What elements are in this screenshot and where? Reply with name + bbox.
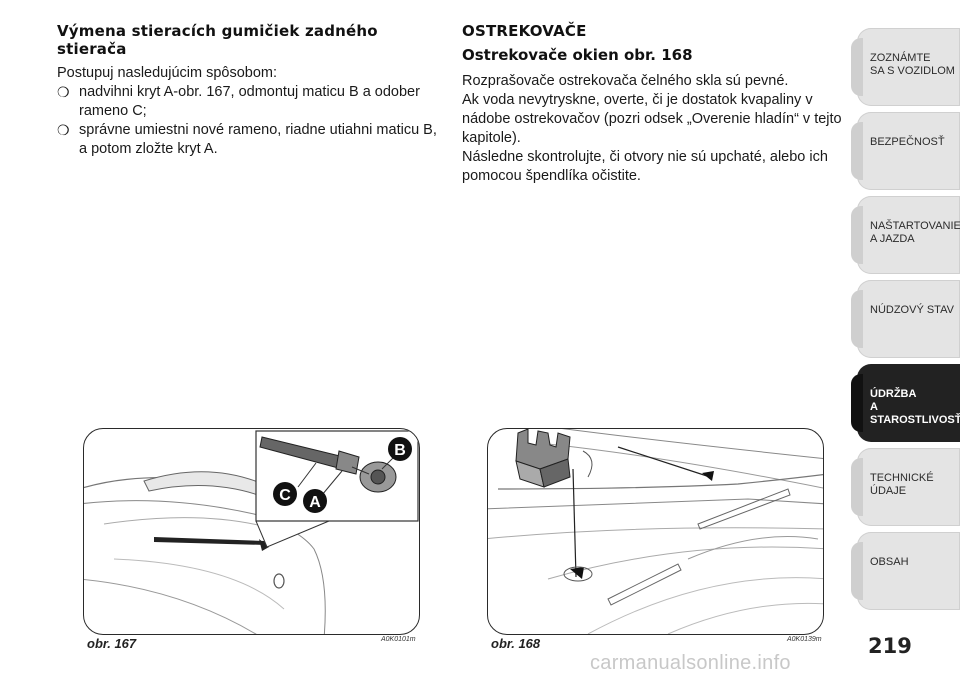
washer-line-2: Ak voda nevytryskne, overte, či je dosta… bbox=[462, 92, 842, 146]
list-item-text: nadvihni kryt A-obr. 167, odmontuj matic… bbox=[79, 84, 420, 119]
section-heading-wiper: Výmena stieracích gumičiek zadného stier… bbox=[57, 22, 378, 58]
tab-label: ZOZNÁMTE SA S VOZIDLOM bbox=[870, 52, 955, 77]
caption-167: obr. 167 bbox=[87, 636, 137, 651]
washer-line-3: Následne skontrolujte, či otvory nie sú … bbox=[462, 149, 828, 184]
tab-label: NAŠTARTOVANIE A JAZDA bbox=[870, 220, 960, 245]
list-item-text: správne umiestni nové rameno, riadne uti… bbox=[79, 122, 437, 157]
windshield-washer-illustration bbox=[488, 429, 823, 634]
watermark: carmanualsonline.info bbox=[590, 652, 791, 674]
left-column: Výmena stieracích gumičiek zadného stier… bbox=[57, 22, 442, 159]
tab-label: ÚDRŽBA A STAROSTLIVOSŤ bbox=[870, 388, 960, 426]
bullet-icon: ❍ bbox=[57, 84, 70, 100]
tab-zoznamte-sa-s-vozidlom[interactable]: ZOZNÁMTE SA S VOZIDLOM bbox=[851, 28, 960, 106]
tab-label: NÚDZOVÝ STAV bbox=[870, 304, 954, 316]
figure-168-washers bbox=[487, 428, 824, 635]
figure-167-rear-wiper: B C A bbox=[83, 428, 420, 635]
intro-text: Postupuj nasledujúcim spôsobom: bbox=[57, 65, 278, 81]
section-heading-washers: OSTREKOVAČE bbox=[462, 22, 587, 40]
tab-nudzovy-stav[interactable]: NÚDZOVÝ STAV bbox=[851, 280, 960, 358]
caption-168: obr. 168 bbox=[491, 636, 541, 651]
tab-udrzba-a-starostlivost[interactable]: ÚDRŽBA A STAROSTLIVOSŤ bbox=[851, 364, 960, 442]
bullet-icon: ❍ bbox=[57, 122, 70, 138]
chapter-sidebar: ZOZNÁMTE SA S VOZIDLOM BEZPEČNOSŤ NAŠTAR… bbox=[851, 28, 960, 616]
label-c: C bbox=[279, 487, 291, 504]
rear-wiper-illustration: B C A bbox=[84, 430, 419, 634]
tab-label: TECHNICKÉ ÚDAJE bbox=[870, 472, 934, 497]
right-column: OSTREKOVAČE Ostrekovače okien obr. 168 R… bbox=[462, 22, 847, 186]
image-code-168: A0K0139m bbox=[787, 636, 822, 643]
list-item: ❍ nadvihni kryt A-obr. 167, odmontuj mat… bbox=[57, 83, 442, 121]
tab-label: OBSAH bbox=[870, 556, 909, 568]
tab-bezpecnost[interactable]: BEZPEČNOSŤ bbox=[851, 112, 960, 190]
image-code-167: A0K0101m bbox=[381, 636, 416, 643]
list-item: ❍ správne umiestni nové rameno, riadne u… bbox=[57, 121, 442, 159]
tab-obsah[interactable]: OBSAH bbox=[851, 532, 960, 610]
instruction-list: ❍ nadvihni kryt A-obr. 167, odmontuj mat… bbox=[57, 83, 442, 159]
label-b: B bbox=[394, 442, 406, 459]
label-a: A bbox=[309, 494, 321, 511]
tab-nastartovanie-a-jazda[interactable]: NAŠTARTOVANIE A JAZDA bbox=[851, 196, 960, 274]
page-number: 219 bbox=[868, 634, 912, 658]
subheading-window-washers: Ostrekovače okien obr. 168 bbox=[462, 46, 693, 64]
tab-technicke-udaje[interactable]: TECHNICKÉ ÚDAJE bbox=[851, 448, 960, 526]
tab-label: BEZPEČNOSŤ bbox=[870, 136, 945, 148]
washer-line-1: Rozprašovače ostrekovača čelného skla sú… bbox=[462, 73, 789, 89]
